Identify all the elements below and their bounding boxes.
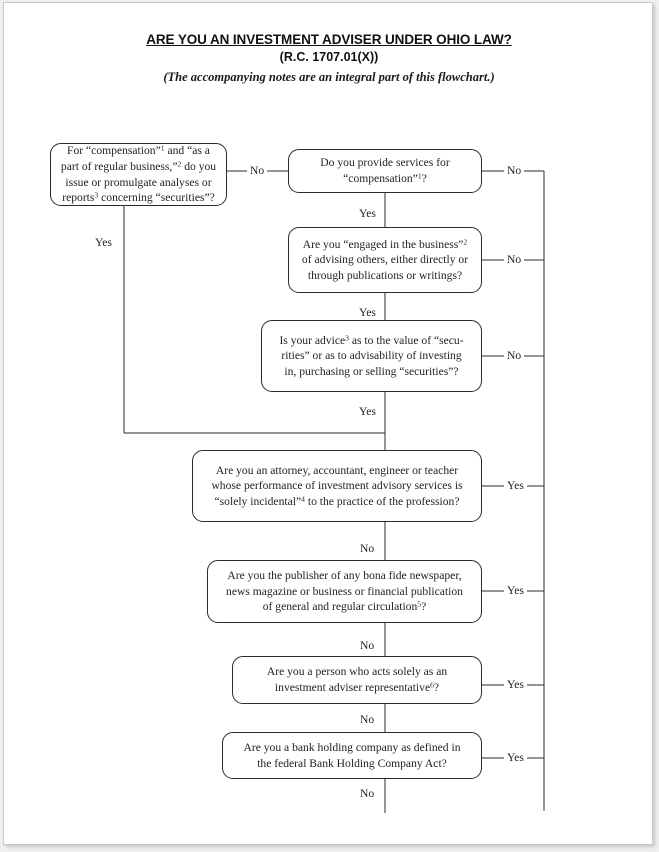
edge-label-q7-no: No bbox=[357, 787, 378, 800]
edge-label-left-yes: Yes bbox=[92, 236, 115, 249]
footnote-marker: 4 bbox=[301, 494, 305, 504]
node-q1-compensation-text: Do you provide services for“compensation… bbox=[320, 156, 450, 185]
footnote-marker: 1 bbox=[160, 143, 165, 153]
node-q7-bank-holding-company-text: Are you a bank holding company as define… bbox=[243, 740, 461, 770]
node-q5-publisher[interactable]: Are you the publisher of any bona fide n… bbox=[207, 560, 482, 623]
footnote-marker: 5 bbox=[417, 599, 422, 609]
edge-label-q4-yes: Yes bbox=[504, 479, 527, 492]
node-q4-attorney-accountant-text: Are you an attorney, accountant, enginee… bbox=[211, 463, 463, 508]
flowchart-connectors bbox=[123, 170, 545, 813]
page-note: (The accompanying notes are an integral … bbox=[163, 70, 495, 84]
edge-label-left-to-q1-no: No bbox=[247, 164, 268, 177]
footnote-marker: 3 bbox=[345, 333, 349, 343]
page-subtitle: (R.C. 1707.01(X)) bbox=[279, 50, 379, 64]
edge-label-q2-no: No bbox=[504, 253, 525, 266]
edge-label-q1-yes: Yes bbox=[356, 207, 379, 220]
page-title: ARE YOU AN INVESTMENT ADVISER UNDER OHIO… bbox=[146, 32, 512, 47]
edge-label-q3-no: No bbox=[504, 349, 525, 362]
edge-label-q6-yes: Yes bbox=[504, 678, 527, 691]
edge-label-q5-no: No bbox=[357, 639, 378, 652]
edge-label-q1-no: No bbox=[504, 164, 525, 177]
node-q3-advice-value-securities[interactable]: Is your advice3 as to the value of “secu… bbox=[261, 320, 482, 392]
footnote-marker: 2 bbox=[463, 237, 468, 247]
footnote-marker: 6 bbox=[430, 680, 434, 690]
edge-label-q5-yes: Yes bbox=[504, 584, 527, 597]
document-page: ARE YOU AN INVESTMENT ADVISER UNDER OHIO… bbox=[3, 2, 653, 845]
footnote-marker: 2 bbox=[177, 159, 182, 169]
node-q5-publisher-text: Are you the publisher of any bona fide n… bbox=[226, 569, 463, 614]
edge-label-q4-no: No bbox=[357, 542, 378, 555]
footnote-marker: 1 bbox=[417, 171, 422, 181]
node-q1-compensation[interactable]: Do you provide services for“compensation… bbox=[288, 149, 482, 193]
edge-label-q7-yes: Yes bbox=[504, 751, 527, 764]
node-q7-bank-holding-company[interactable]: Are you a bank holding company as define… bbox=[222, 732, 482, 779]
edge-label-q6-no: No bbox=[357, 713, 378, 726]
document-heading: ARE YOU AN INVESTMENT ADVISER UNDER OHIO… bbox=[4, 31, 652, 86]
node-q3-advice-value-securities-text: Is your advice3 as to the value of “secu… bbox=[279, 333, 464, 378]
edge-label-q3-yes: Yes bbox=[356, 405, 379, 418]
footnote-marker: 3 bbox=[94, 190, 99, 200]
node-q4-attorney-accountant[interactable]: Are you an attorney, accountant, enginee… bbox=[192, 450, 482, 522]
edge-label-q2-yes: Yes bbox=[356, 306, 379, 319]
